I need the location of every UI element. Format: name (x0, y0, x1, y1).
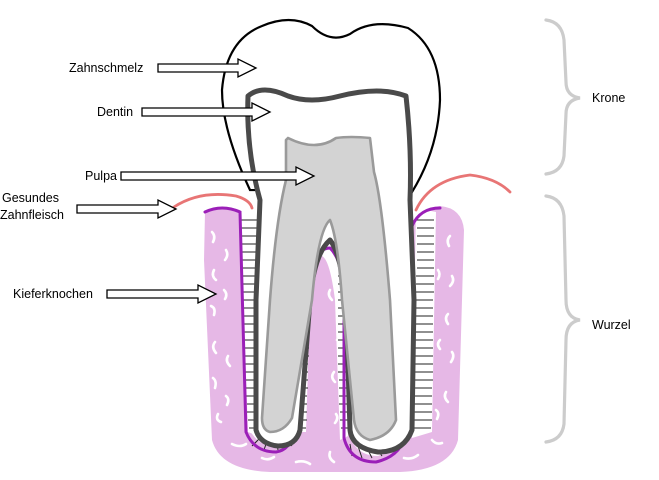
bone-arrow (106, 283, 218, 305)
label-crown: Krone (592, 91, 625, 105)
label-root: Wurzel (592, 318, 631, 332)
crown-bracket (544, 18, 581, 176)
label-bone: Kieferknochen (13, 287, 93, 301)
label-enamel: Zahnschmelz (69, 61, 143, 75)
gum-lines (172, 173, 512, 212)
label-gum-line1: Gesundes (2, 191, 59, 205)
label-gum-line2: Zahnfleisch (0, 208, 64, 222)
label-dentin: Dentin (97, 105, 133, 119)
label-pulp: Pulpa (85, 169, 117, 183)
enamel-arrow (157, 57, 258, 79)
dentin-arrow (141, 101, 272, 123)
tooth-pulp (260, 135, 398, 442)
gum-arrow (76, 198, 178, 220)
root-bracket (544, 194, 581, 444)
pulp-arrow (120, 165, 316, 187)
